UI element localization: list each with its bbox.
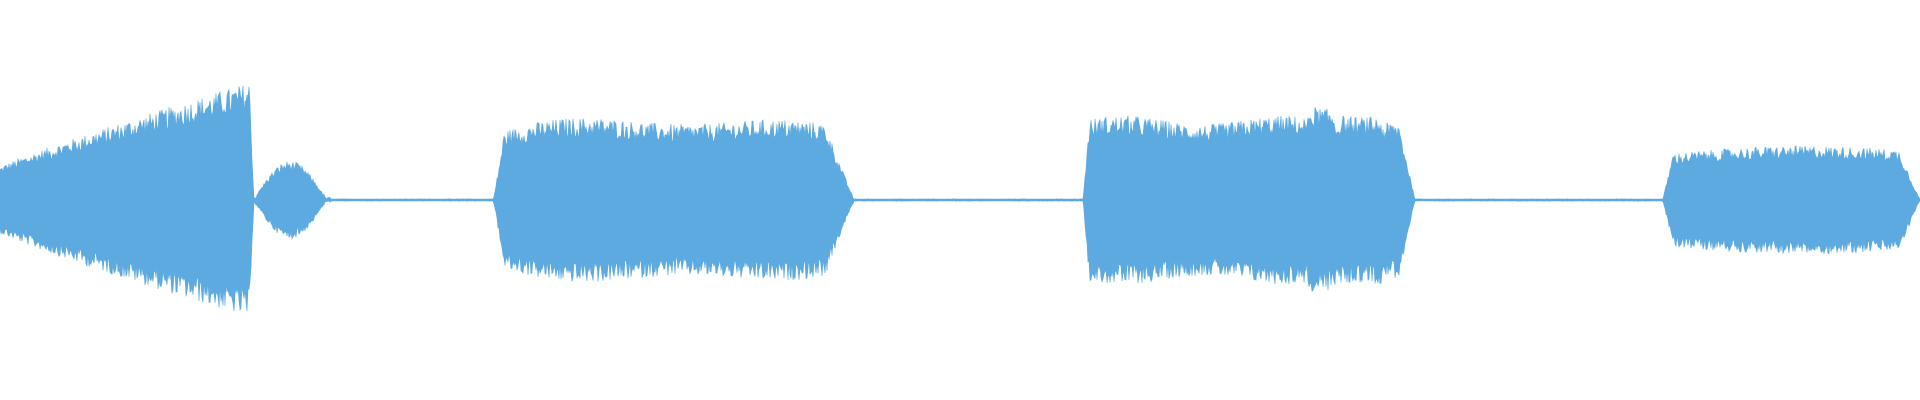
waveform-fill <box>0 85 1920 312</box>
